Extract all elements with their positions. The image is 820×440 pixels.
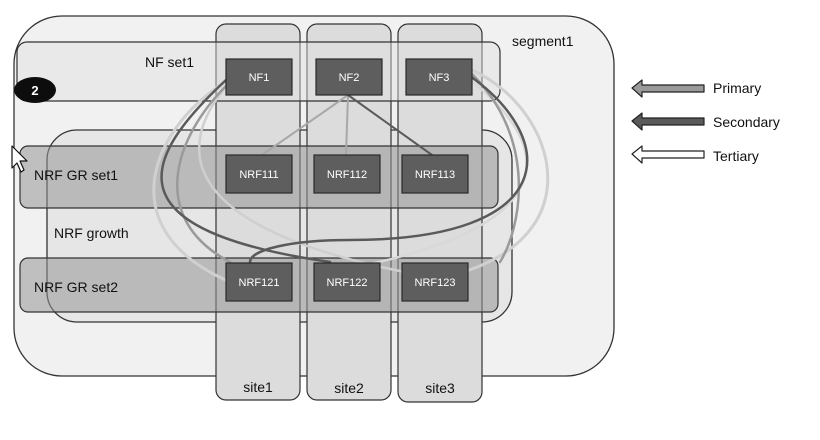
nrf112-box [313,154,381,194]
site1-label: site1 [243,379,273,395]
step-badge [14,77,56,103]
primary-connector [345,94,349,156]
nf-set1-label: NF set1 [145,54,194,70]
legend-item-tertiary: Tertiary [631,145,759,164]
legend-item-secondary: Secondary [631,112,780,131]
legend: Primary Secondary Tertiary [631,79,780,164]
tertiary-arrow-icon [631,145,705,164]
nrf-gr-set2-label: NRF GR set2 [34,279,118,295]
legend-label-primary: Primary [713,80,761,96]
legend-item-primary: Primary [631,79,761,98]
secondary-connector [160,78,332,264]
tertiary-connector [428,68,550,282]
nrf123-label: NRF123 [415,277,456,289]
legend-label-tertiary: Tertiary [713,148,759,164]
secondary-arrow-icon [631,112,705,131]
step-badge-number: 2 [31,83,38,98]
site2-label: site2 [334,380,364,396]
tertiary-connector [198,80,422,277]
nrf111-box [225,154,293,194]
tertiary-connector [152,80,232,284]
nrf121-label: NRF121 [239,277,280,289]
nf1-box [225,58,293,96]
legend-label-secondary: Secondary [713,114,780,130]
nf2-box [315,58,383,96]
mouse-cursor-icon [11,145,28,173]
nrf-growth-label: NRF growth [54,225,129,241]
primary-connector [261,94,349,156]
nrf113-box [401,154,469,194]
nf1-label: NF1 [249,72,270,84]
nrf112-label: NRF112 [327,169,367,181]
segment-label: segment1 [512,33,574,49]
site3-label: site3 [425,380,455,396]
secondary-connector [347,94,433,156]
connector-lines [152,68,550,284]
nf3-box [405,58,473,96]
nf2-label: NF2 [339,72,360,84]
nrf122-label: NRF122 [327,277,368,289]
primary-arrow-icon [631,79,705,98]
nrf-gr-set1-label: NRF GR set1 [34,167,118,183]
nrf122-box [313,262,381,302]
nf3-label: NF3 [429,72,450,84]
nrf111-label: NRF111 [239,169,278,181]
secondary-connector [248,74,529,264]
primary-connector [468,70,520,264]
nrf113-label: NRF113 [415,169,455,181]
primary-connector [175,80,232,264]
nrf121-box [225,262,293,302]
nrf123-box [401,262,469,302]
